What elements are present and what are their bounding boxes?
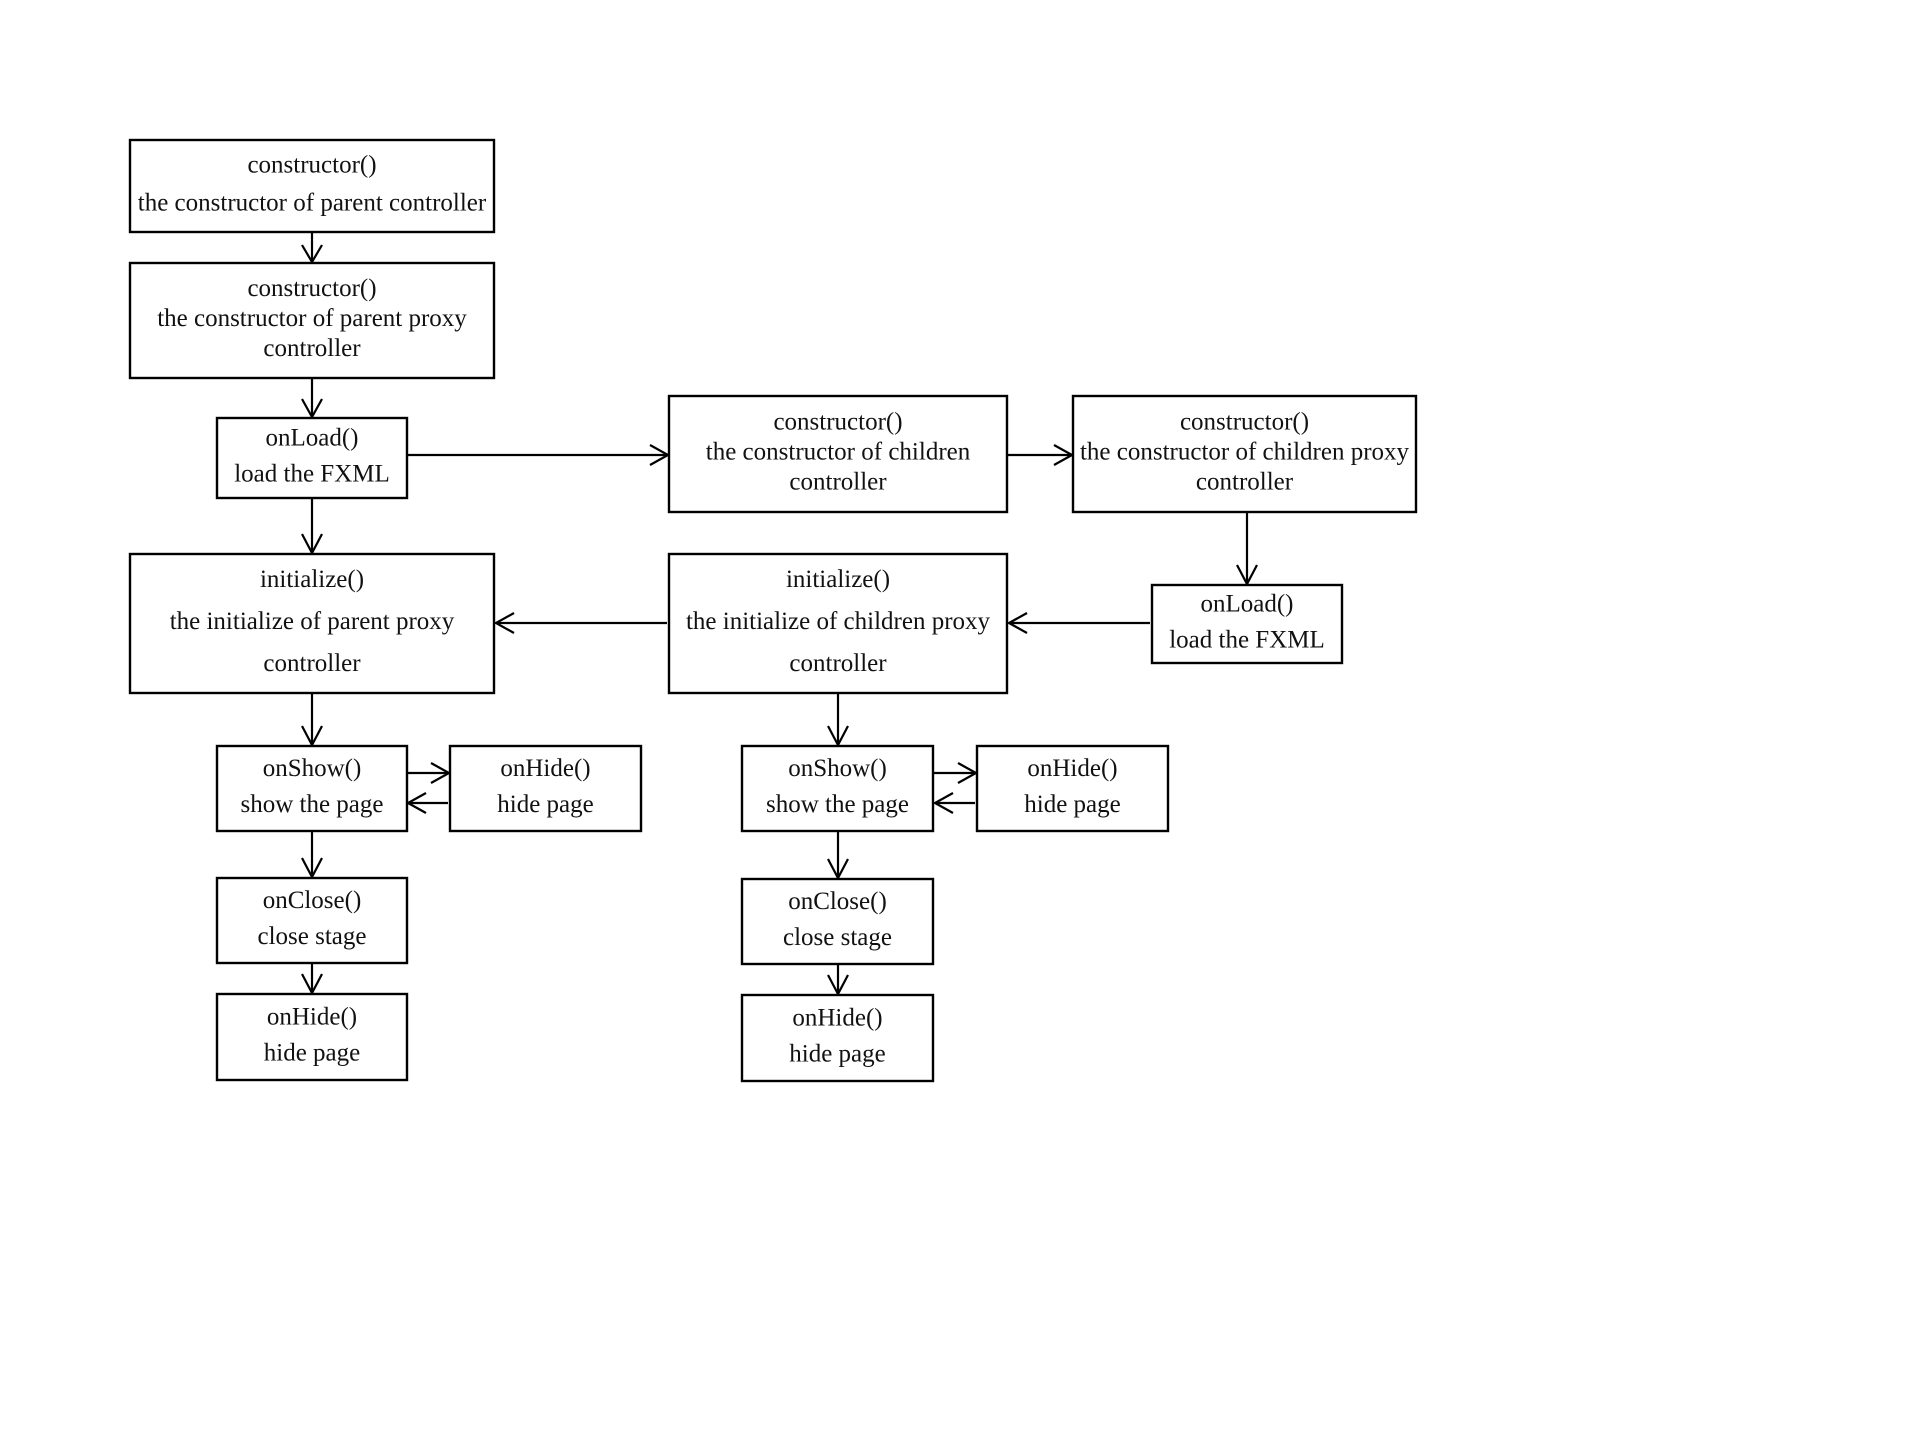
edge-down-arrow bbox=[301, 232, 323, 265]
node-text-line: the constructor of children bbox=[706, 439, 971, 466]
node-children-onhide-loop: onHide() hide page bbox=[975, 744, 1170, 833]
node-text-line: initialize() bbox=[260, 566, 364, 593]
node-text-line: hide page bbox=[1024, 791, 1120, 818]
node-parent-onclose: onClose() close stage bbox=[215, 876, 409, 965]
node-text-line: onHide() bbox=[792, 1005, 882, 1032]
edge-right-arrow bbox=[408, 444, 671, 466]
node-text-line: the initialize of parent proxy bbox=[170, 608, 455, 635]
edge-down-arrow bbox=[301, 694, 323, 748]
node-parent-constructor: constructor() the constructor of parent c… bbox=[128, 138, 496, 234]
node-text-line: controller bbox=[789, 650, 887, 677]
edge-right-arrow bbox=[1008, 444, 1075, 466]
node-text-line: load the FXML bbox=[234, 461, 390, 488]
node-box bbox=[215, 876, 409, 965]
node-text-line: the constructor of parent controller bbox=[138, 190, 487, 217]
node-text-line: onLoad() bbox=[1200, 591, 1293, 618]
node-parent-proxy-constructor: constructor() the constructor of parent p… bbox=[128, 261, 496, 380]
node-text-line: load the FXML bbox=[1169, 627, 1325, 654]
arrowhead-icon bbox=[932, 792, 954, 814]
arrowhead-icon bbox=[493, 612, 515, 634]
edge-down-arrow bbox=[301, 499, 323, 556]
node-box bbox=[215, 744, 409, 833]
node-children-onload: onLoad() load the FXML bbox=[1150, 583, 1344, 665]
node-text-line: hide page bbox=[497, 791, 593, 818]
edge-right-arrow bbox=[934, 762, 979, 784]
node-text-line: close stage bbox=[258, 923, 367, 950]
node-text-line: hide page bbox=[264, 1040, 360, 1067]
node-box bbox=[740, 744, 935, 833]
node-box bbox=[667, 552, 1009, 695]
node-text-line: constructor() bbox=[773, 409, 902, 436]
node-text-line: the constructor of parent proxy bbox=[157, 305, 467, 332]
edge-left-arrow bbox=[1006, 612, 1150, 634]
node-children-constructor: constructor() the constructor of children… bbox=[667, 394, 1009, 514]
node-children-proxy-initialize: initialize() the initialize of children p… bbox=[667, 552, 1009, 695]
node-text-line: initialize() bbox=[786, 566, 890, 593]
arrowhead-icon bbox=[1006, 612, 1028, 634]
node-text-line: the constructor of children proxy bbox=[1080, 439, 1410, 466]
edge-left-arrow bbox=[493, 612, 667, 634]
node-box bbox=[215, 992, 409, 1082]
node-text-line: constructor() bbox=[1180, 409, 1309, 436]
node-text-line: controller bbox=[1196, 469, 1294, 496]
node-text-line: controller bbox=[263, 650, 361, 677]
edge-down-arrow bbox=[827, 832, 849, 881]
node-text-line: onShow() bbox=[788, 755, 887, 782]
node-box bbox=[667, 394, 1009, 514]
node-text-line: constructor() bbox=[247, 275, 376, 302]
edge-right-arrow bbox=[408, 762, 452, 784]
node-text-line: onLoad() bbox=[265, 425, 358, 452]
node-box bbox=[975, 744, 1170, 833]
node-text-line: controller bbox=[789, 469, 887, 496]
edge-layer bbox=[301, 232, 1258, 997]
node-parent-proxy-initialize: initialize() the initialize of parent pro… bbox=[128, 552, 496, 695]
node-text-line: constructor() bbox=[247, 152, 376, 179]
node-box bbox=[215, 416, 409, 500]
edge-down-arrow bbox=[301, 378, 323, 420]
node-text-line: close stage bbox=[783, 924, 892, 951]
node-children-onhide-final: onHide() hide page bbox=[740, 993, 935, 1083]
node-children-onclose: onClose() close stage bbox=[740, 877, 935, 966]
node-parent-onhide-loop: onHide() hide page bbox=[448, 744, 643, 833]
node-parent-onhide-final: onHide() hide page bbox=[215, 992, 409, 1082]
node-box bbox=[128, 261, 496, 380]
node-parent-onload: onLoad() load the FXML bbox=[215, 416, 409, 500]
node-box bbox=[1150, 583, 1344, 665]
node-text-line: onClose() bbox=[788, 888, 887, 915]
edge-down-arrow bbox=[827, 694, 849, 748]
node-layer: constructor() the constructor of parent c… bbox=[128, 138, 1418, 1083]
node-text-line: show the page bbox=[766, 791, 909, 818]
edge-left-arrow bbox=[405, 792, 448, 814]
node-text-line: the initialize of children proxy bbox=[686, 608, 991, 635]
node-text-line: onClose() bbox=[263, 887, 362, 914]
node-text-line: onHide() bbox=[1027, 755, 1117, 782]
node-box bbox=[1071, 394, 1418, 514]
node-text-line: onHide() bbox=[267, 1004, 357, 1031]
node-box bbox=[448, 744, 643, 833]
node-text-line: hide page bbox=[789, 1041, 885, 1068]
node-children-onshow: onShow() show the page bbox=[740, 744, 935, 833]
node-box bbox=[740, 993, 935, 1083]
node-parent-onshow: onShow() show the page bbox=[215, 744, 409, 833]
node-text-line: show the page bbox=[240, 791, 383, 818]
edge-down-arrow bbox=[301, 832, 323, 880]
node-box bbox=[128, 138, 496, 234]
edge-down-arrow bbox=[1236, 513, 1258, 587]
edge-left-arrow bbox=[932, 792, 975, 814]
edge-down-arrow bbox=[827, 965, 849, 997]
edge-down-arrow bbox=[301, 964, 323, 996]
node-text-line: controller bbox=[263, 335, 361, 362]
node-text-line: onHide() bbox=[500, 755, 590, 782]
node-box bbox=[128, 552, 496, 695]
node-text-line: onShow() bbox=[263, 755, 362, 782]
node-children-proxy-constructor: constructor() the constructor of children… bbox=[1071, 394, 1418, 514]
node-box bbox=[740, 877, 935, 966]
